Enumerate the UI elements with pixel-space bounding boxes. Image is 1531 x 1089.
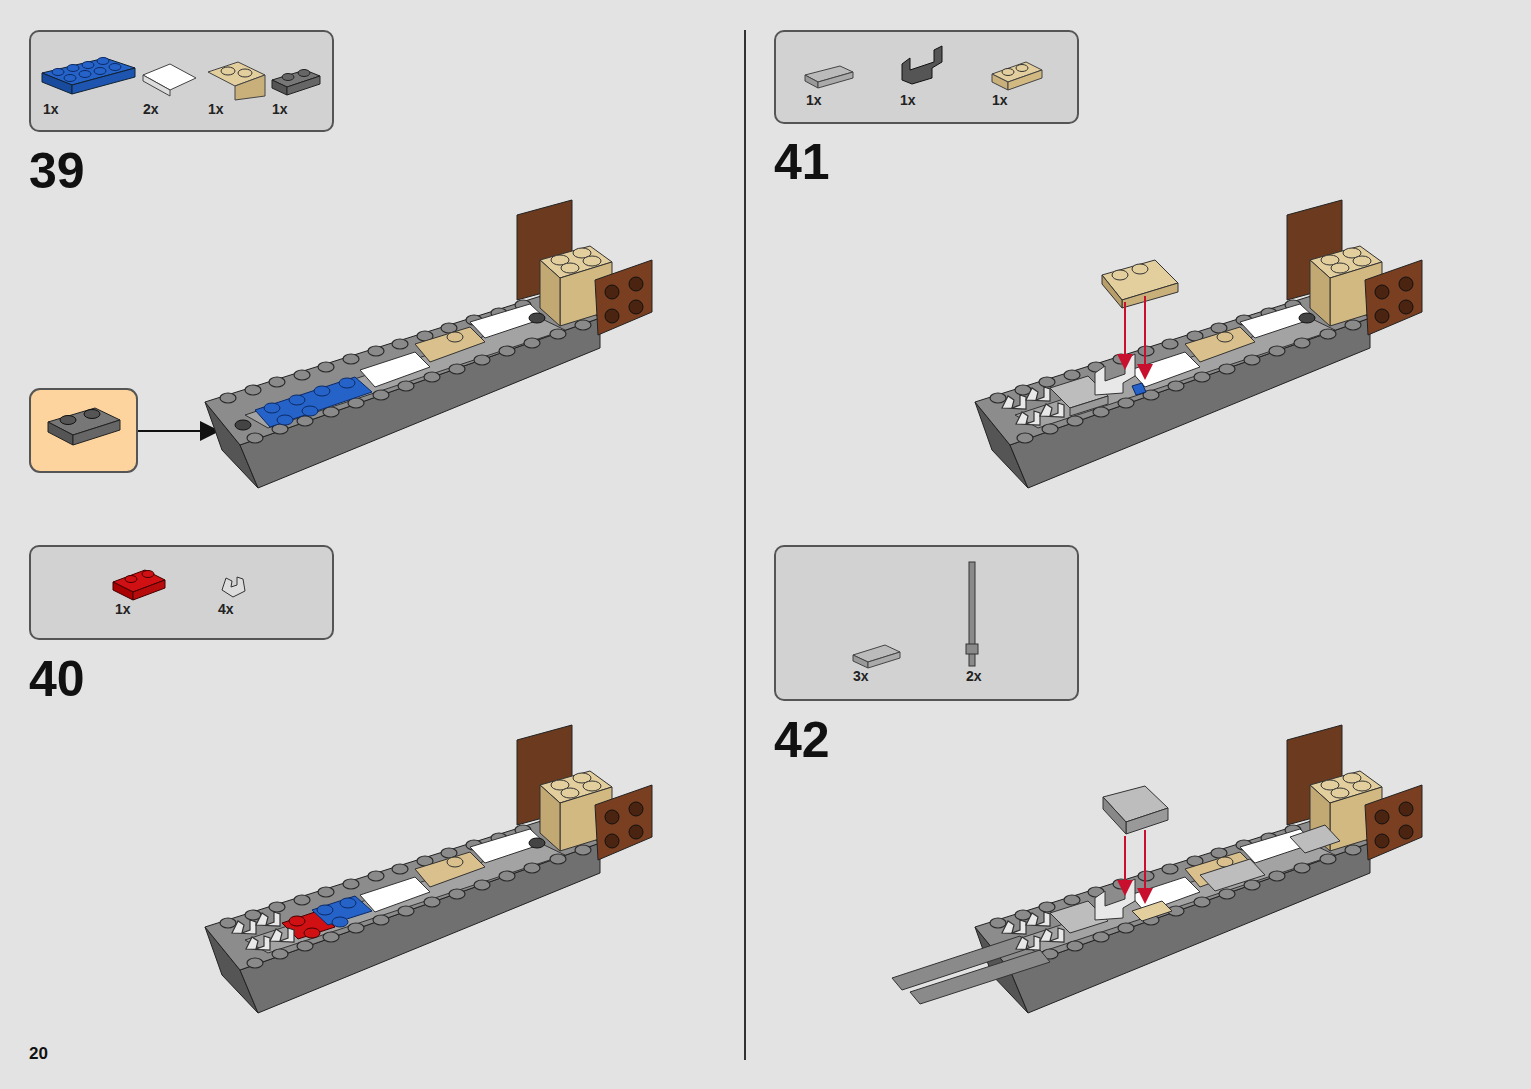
step-number: 39 [29,145,85,197]
parts-box: 1x 2x 1x 1x [29,30,334,132]
step-number: 40 [29,653,85,705]
parts-box: 1x 4x [29,545,334,640]
part-quantity: 3x [853,668,869,684]
part-quantity: 2x [143,101,159,117]
part-quantity: 1x [208,101,224,117]
part-quantity: 1x [115,601,131,617]
part-quantity: 1x [272,101,288,117]
part-quantity: 4x [218,601,234,617]
part-quantity: 1x [43,101,59,117]
part-quantity: 2x [966,668,982,684]
page-number: 20 [29,1044,48,1064]
parts-box: 3x 2x [774,545,1079,701]
part-quantity: 1x [900,92,916,108]
part-quantity: 1x [992,92,1008,108]
parts-box: 1x 1x 1x [774,30,1079,124]
step-number: 41 [774,136,830,188]
step-number: 42 [774,714,830,766]
part-quantity: 1x [806,92,822,108]
